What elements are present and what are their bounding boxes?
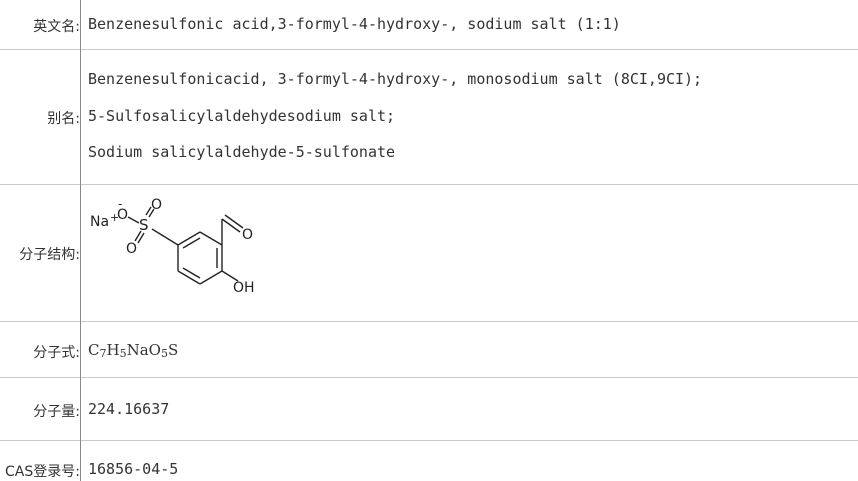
atom-o-aldehyde: O bbox=[242, 227, 253, 243]
synonym-line-1: Benzenesulfonicacid, 3-formyl-4-hydroxy-… bbox=[88, 70, 703, 88]
charge-minus: - bbox=[118, 197, 122, 211]
value-cas: 16856-04-5 bbox=[88, 460, 179, 478]
molecule-structure-image: Na + - O S O O O OH bbox=[90, 197, 255, 296]
atom-na: Na bbox=[90, 214, 109, 230]
label-formula: 分子式: bbox=[33, 345, 80, 361]
charge-plus: + bbox=[110, 211, 119, 224]
molecule-bonds bbox=[127, 206, 244, 285]
atom-o-bottom: O bbox=[126, 241, 137, 257]
label-english-name: 英文名: bbox=[33, 19, 80, 35]
synonym-line-2: 5-Sulfosalicylaldehydesodium salt; bbox=[88, 107, 396, 125]
atom-s: S bbox=[139, 216, 149, 234]
synonym-line-3: Sodium salicylaldehyde-5-sulfonate bbox=[88, 143, 396, 161]
atom-oh: OH bbox=[233, 280, 255, 296]
row-english-name: 英文名: Benzenesulfonic acid,3-formyl-4-hyd… bbox=[0, 0, 858, 50]
row-structure: 分子结构: bbox=[0, 185, 858, 322]
row-synonyms: 别名: Benzenesulfonicacid, 3-formyl-4-hydr… bbox=[0, 50, 858, 185]
value-formula: C7H5NaO5S bbox=[88, 341, 179, 360]
label-cas: CAS登录号: bbox=[5, 464, 80, 480]
row-formula: 分子式: C7H5NaO5S bbox=[0, 322, 858, 378]
row-weight: 分子量: 224.16637 bbox=[0, 378, 858, 441]
label-weight: 分子量: bbox=[33, 404, 80, 420]
value-english-name: Benzenesulfonic acid,3-formyl-4-hydroxy-… bbox=[88, 15, 621, 33]
column-divider bbox=[80, 0, 81, 481]
atom-o-top: O bbox=[151, 197, 162, 213]
label-synonyms: 别名: bbox=[47, 111, 80, 127]
atom-o-negative: O bbox=[117, 207, 128, 223]
row-cas: CAS登录号: 16856-04-5 bbox=[0, 441, 858, 481]
label-structure: 分子结构: bbox=[19, 247, 80, 263]
value-weight: 224.16637 bbox=[88, 400, 170, 418]
